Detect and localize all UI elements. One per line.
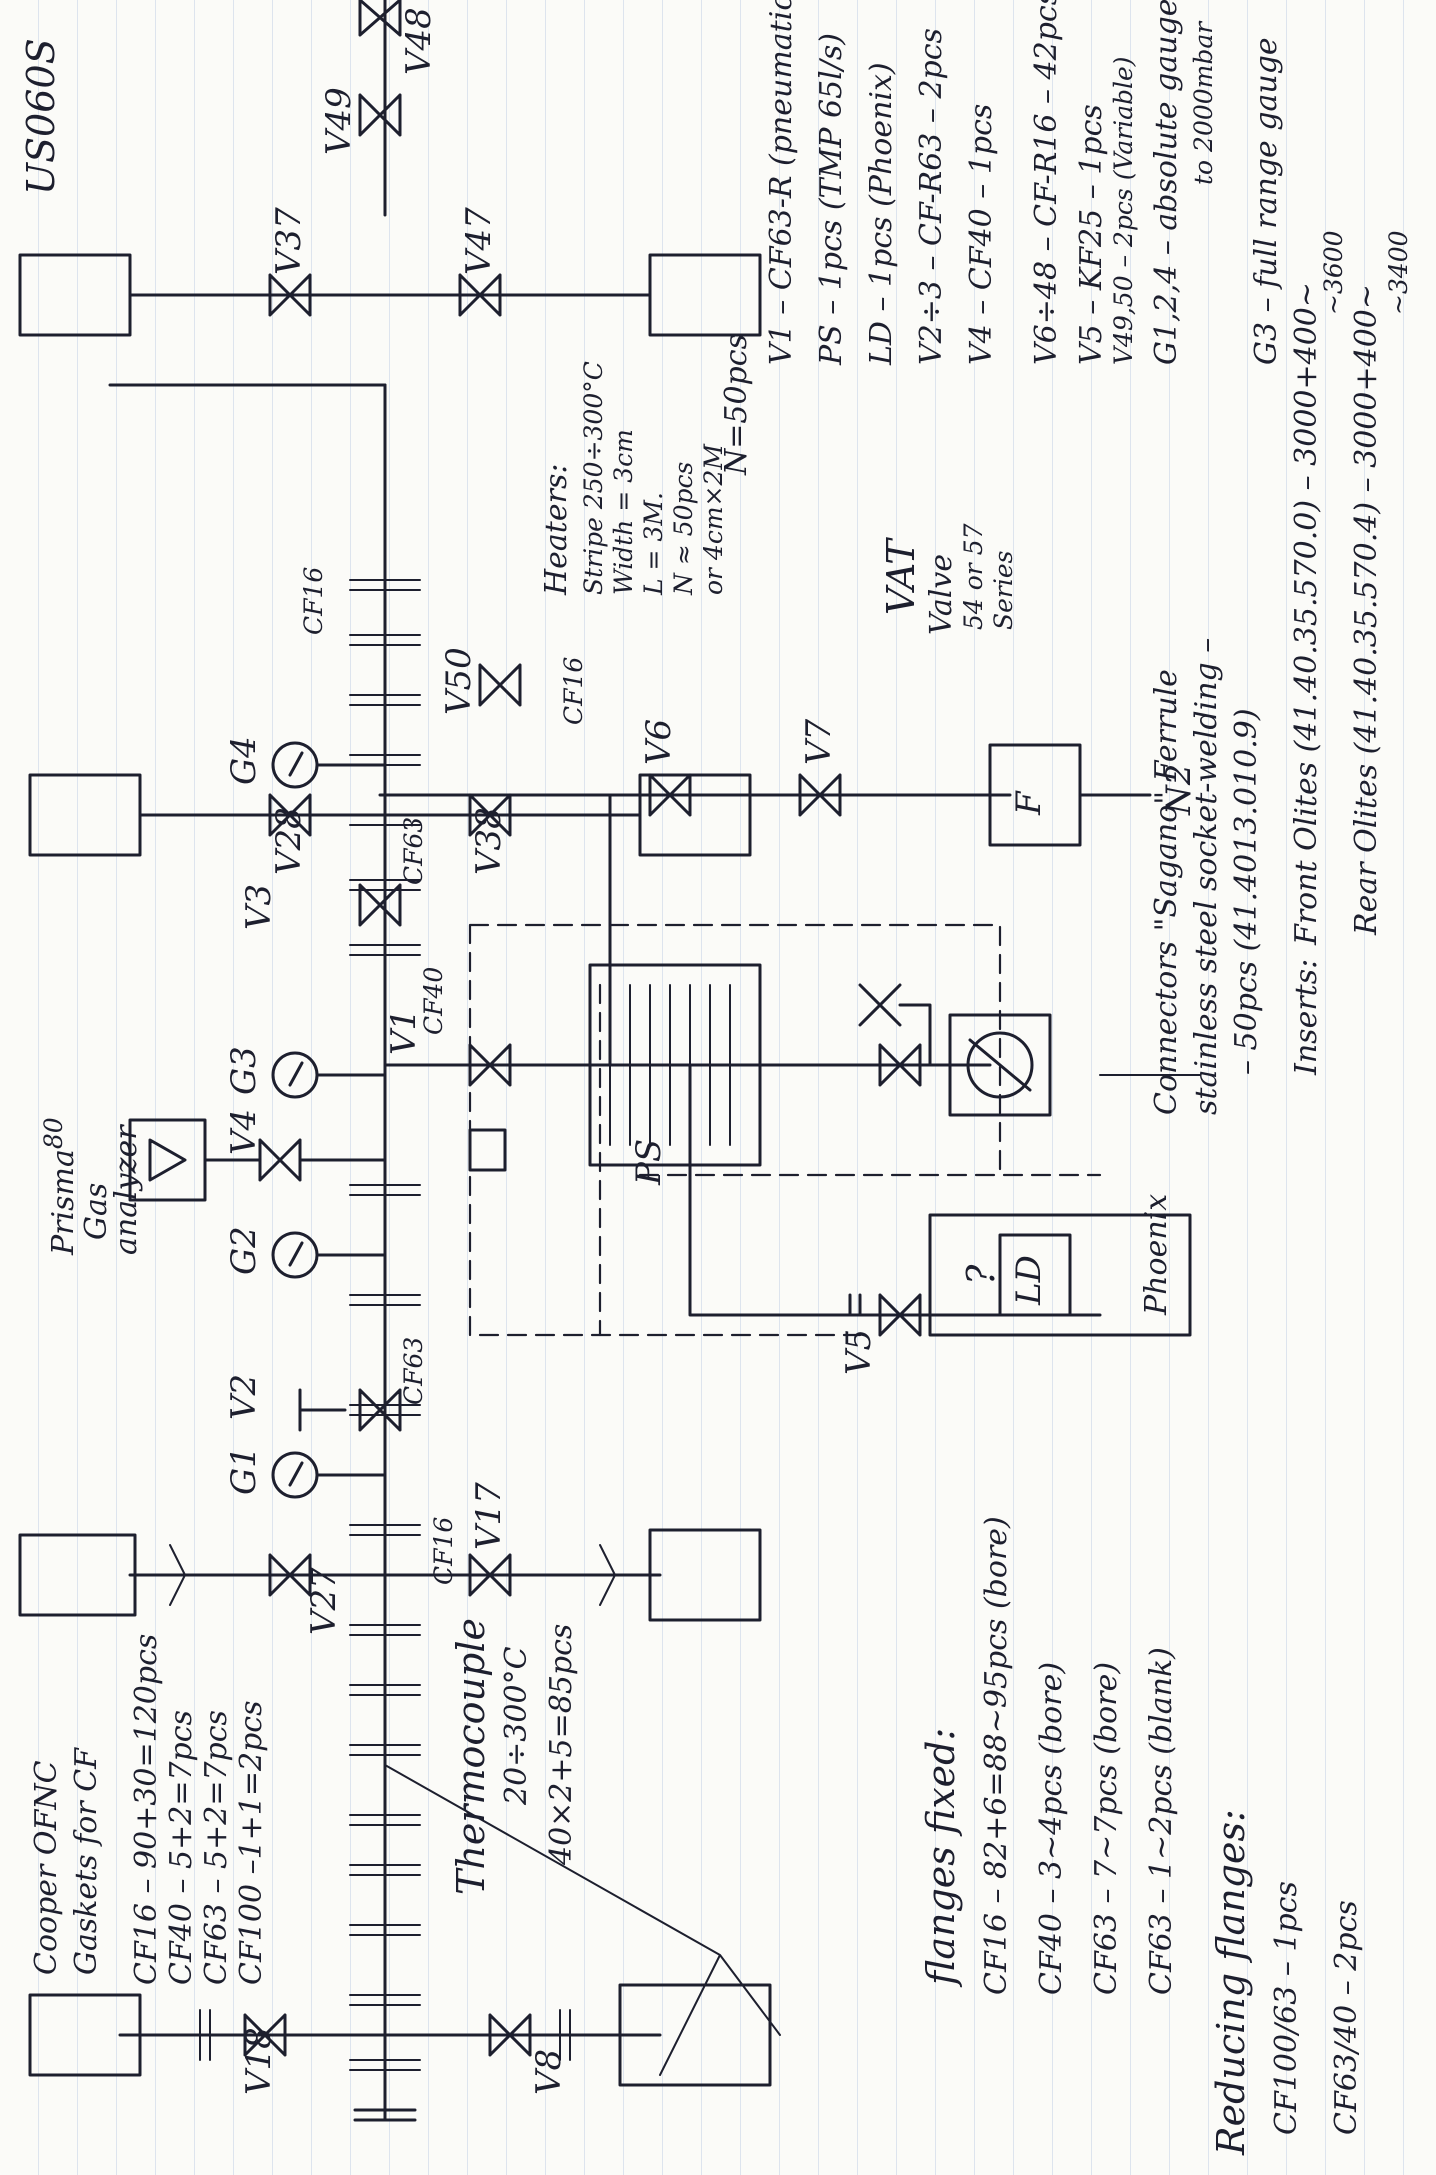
gauge-g2-v4-analyzer: [128, 1118, 387, 1279]
heaters-line: L = 3M.: [639, 492, 668, 595]
valve-spec-item: V2÷3 – CF-R63 – 2pcs: [914, 28, 949, 365]
valve-v18-label: V18: [239, 2027, 279, 2095]
gauges-g3-g4-and-v3: [271, 741, 402, 1099]
flange-mark-cf16: CF16: [299, 566, 328, 635]
flanges-fixed-row: CF63 – 7~7pcs (bore): [1089, 1661, 1124, 1995]
valve-v5-label: V5: [839, 1328, 879, 1375]
analyzer-line3: analyzer: [109, 1125, 144, 1255]
reducing-flange-row: CF63/40 – 2pcs: [1329, 1900, 1364, 2135]
vent-branch: [378, 663, 1152, 1067]
valve-v4-label: V4: [224, 1108, 264, 1155]
pump-stack: [383, 963, 1201, 1172]
flanges-fixed-row: CF16 – 82+6=88~95pcs (bore): [979, 1516, 1014, 1995]
gasket-row: CF63 – 5+2=7pcs: [199, 1710, 234, 1985]
connectors-line: – 50pcs (41.4013.010.9): [1229, 708, 1264, 1075]
inserts-rear-approx: ~3400: [1384, 230, 1413, 315]
inserts-front-approx: ~3600: [1319, 230, 1348, 315]
branch-v27-v17: [18, 1528, 762, 1622]
valve-spec-item: G3 – full range gauge: [1249, 37, 1284, 365]
leak-detector-label: LD: [1009, 1255, 1049, 1305]
connectors-line: Connectors "Sagano" Ferrule: [1149, 669, 1184, 1115]
dashed-enclosure-inner: [598, 983, 1102, 1337]
flanges-fixed-title: flanges fixed:: [919, 1727, 963, 1985]
reducing-flange-row: CF100/63 – 1pcs: [1269, 1881, 1304, 2135]
vat-label: VAT: [879, 539, 923, 615]
gasket-row: CF16 – 90+30=120pcs: [129, 1633, 164, 1985]
valve-v28-label: V28: [269, 807, 309, 875]
branch-v37-v47: [18, 253, 762, 337]
heaters-title: Heaters:: [539, 463, 574, 595]
flange-mark-cf63: CF63: [399, 1336, 428, 1405]
heaters-line: Stripe 250÷300°C: [579, 361, 608, 595]
valve-spec-item: G1,2,4 – absolute gauge: [1149, 0, 1184, 365]
flange-mark-cf63: CF63: [399, 816, 428, 885]
valve-v48-label: V48: [399, 7, 439, 75]
branch-v28-v38: [28, 773, 752, 857]
flange-mark-cf16: CF16: [429, 1516, 458, 1585]
valve-v8-label: V8: [529, 2048, 569, 2095]
inserts-rear: Rear Olites (41.40.35.570.4) – 3000+400~: [1349, 283, 1384, 935]
gauge-g1-label: G1: [224, 1446, 264, 1495]
flange-mark-cf40: CF40: [419, 966, 448, 1035]
analyzer-brand: Prisma80: [39, 1117, 81, 1255]
vat-series: 54 or 57: [959, 523, 988, 630]
branch-v18-v8: [28, 1983, 772, 2087]
valve-spec-item: PS – 1pcs (TMP 65l/s): [814, 33, 849, 365]
valve-spec-item: V6÷48 – CF-R16 – 42pcs~45: [1029, 0, 1064, 365]
vat-valve: Valve: [924, 553, 959, 635]
heaters-line: Width = 3cm: [609, 429, 638, 595]
inserts-front: Front Olites (41.40.35.570.0) – 3000+400…: [1289, 281, 1324, 945]
gasket-row: CF100 –1+1=2pcs: [234, 1700, 269, 1985]
valve-spec-item: LD – 1pcs (Phoenix): [864, 62, 899, 365]
valve-v2-label: V2: [224, 1373, 264, 1420]
dashed-enclosure: [468, 923, 1002, 1337]
valve-total: N=50pcs: [719, 334, 754, 475]
question-mark: ?: [959, 1264, 1003, 1285]
valve-v3-label: V3: [239, 883, 279, 930]
pump-station-label: PS: [629, 1138, 669, 1185]
heaters-line: N ≈ 50pcs: [669, 461, 698, 595]
valve-v38-label: V38: [469, 807, 509, 875]
filter-label: F: [1009, 791, 1049, 815]
leak-detector-branch: [688, 1063, 1192, 1337]
gauge-g1-and-v2: [271, 1388, 402, 1499]
valve-spec-item: to 2000mbar: [1189, 21, 1218, 185]
connectors-line: stainless steel socket-welding –: [1189, 637, 1224, 1115]
valve-v47-label: V47: [459, 207, 499, 275]
gasket-row: CF40 – 5+2=7pcs: [164, 1710, 199, 1985]
thermocouple-leader: [384, 1764, 781, 2076]
inserts-label: Inserts:: [1289, 958, 1324, 1075]
flanges-fixed-row: CF40 – 3~4pcs (bore): [1034, 1661, 1069, 1995]
valve-spec-item: V5 – KF25 – 1pcs: [1074, 104, 1109, 365]
gaskets-title: Cooper OFNC: [29, 1760, 64, 1975]
right-end-valves: [108, 0, 402, 387]
gauge-g2-label: G2: [224, 1226, 264, 1275]
valve-v50-label: V50: [439, 647, 479, 715]
valve-v27-label: V27: [304, 1567, 344, 1635]
gauge-g4-label: G4: [224, 736, 264, 785]
valve-v17-label: V17: [469, 1482, 509, 1550]
gauge-g3-label: G3: [224, 1046, 264, 1095]
valve-v37-label: V37: [269, 207, 309, 275]
flange-mark-cf16: CF16: [559, 656, 588, 725]
valve-v6-label: V6: [639, 718, 679, 765]
gaskets-title: Gaskets for CF: [69, 1748, 104, 1975]
valve-v49-label: V49: [319, 87, 359, 155]
valve-v7-label: V7: [799, 718, 839, 765]
thermocouple-label: Thermocouple: [449, 1618, 493, 1895]
thermocouple-count: 40×2+5=85pcs: [544, 1623, 579, 1865]
valve-spec-item: V4 – CF40 – 1pcs: [964, 103, 999, 365]
document-title: US060S: [19, 38, 63, 195]
phoenix-label: Phoenix: [1139, 1193, 1174, 1315]
thermocouple-range: 20÷300°C: [499, 1646, 534, 1805]
manifold-end-flange: [353, 2108, 417, 2122]
valve-spec-item: V1 – CF63-R (pneumatic): [764, 0, 799, 365]
flanges-fixed-row: CF63 – 1~2pcs (blank): [1144, 1647, 1179, 1995]
vat-series: Series: [989, 550, 1018, 631]
reducing-flanges-title: Reducing flanges:: [1209, 1809, 1253, 2155]
valve-spec-item: V49,50 – 2pcs (Variable): [1109, 56, 1138, 365]
